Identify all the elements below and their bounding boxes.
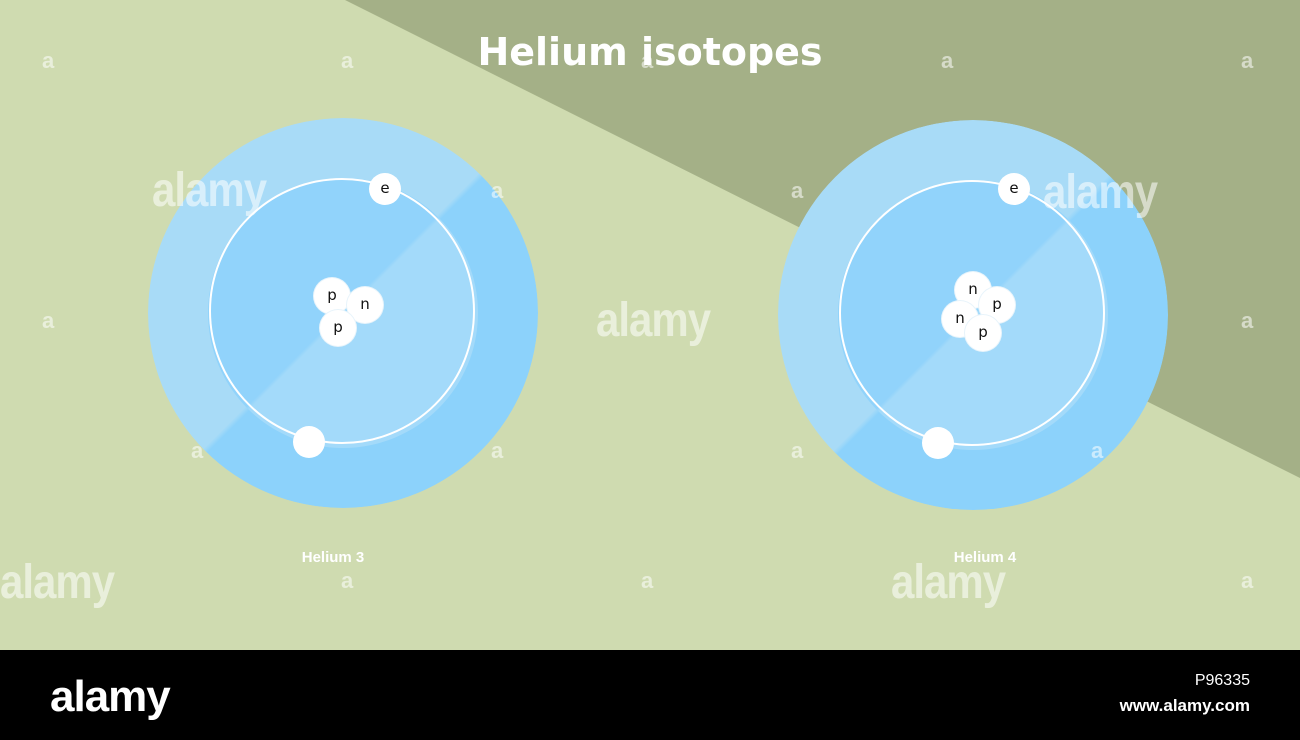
electron-orbit <box>839 180 1105 446</box>
watermark: a <box>191 438 204 463</box>
watermark: a <box>491 178 504 203</box>
image-id: P96335 <box>1194 672 1250 689</box>
watermark: a <box>1241 568 1254 593</box>
footer-url[interactable]: www.alamy.com <box>1119 696 1250 715</box>
footer-logo: alamy <box>50 672 171 721</box>
nucleon-proton: p <box>314 278 350 314</box>
watermark: a <box>791 438 804 463</box>
watermark: a <box>42 308 55 333</box>
helium-3-atom: e p n p <box>148 118 538 508</box>
helium-3-label: Helium 3 <box>301 549 365 566</box>
watermark: a <box>341 568 354 593</box>
diagram-canvas: Helium isotopes e p n p Helium 3 e n p n… <box>0 0 1300 650</box>
nucleon-proton: p <box>320 310 356 346</box>
electron <box>293 426 325 458</box>
helium-4-label: Helium 4 <box>953 549 1017 566</box>
nucleon-neutron: n <box>347 287 383 323</box>
electron-orbit <box>209 178 475 444</box>
watermark: alamy <box>891 554 1006 609</box>
watermark: a <box>941 48 954 73</box>
watermark: alamy <box>152 162 267 217</box>
nucleon-proton: p <box>965 315 1001 351</box>
helium-4-atom: e n p n p <box>778 120 1168 510</box>
electron: e <box>998 173 1030 205</box>
nucleon-proton: p <box>979 287 1015 323</box>
watermark: alamy <box>1043 164 1158 219</box>
watermark: a <box>791 178 804 203</box>
watermark: alamy <box>596 292 711 347</box>
diagram-title: Helium isotopes <box>477 30 823 74</box>
watermark: a <box>1241 48 1254 73</box>
watermark: a <box>641 568 654 593</box>
watermark: a <box>641 48 654 73</box>
watermark: a <box>341 48 354 73</box>
watermark: a <box>1091 438 1104 463</box>
watermark: alamy <box>0 554 115 609</box>
watermark: a <box>42 48 55 73</box>
electron: e <box>369 173 401 205</box>
electron <box>922 427 954 459</box>
footer-bar: alamy P96335 www.alamy.com <box>0 650 1300 740</box>
watermark: a <box>1241 308 1254 333</box>
watermark: a <box>491 438 504 463</box>
